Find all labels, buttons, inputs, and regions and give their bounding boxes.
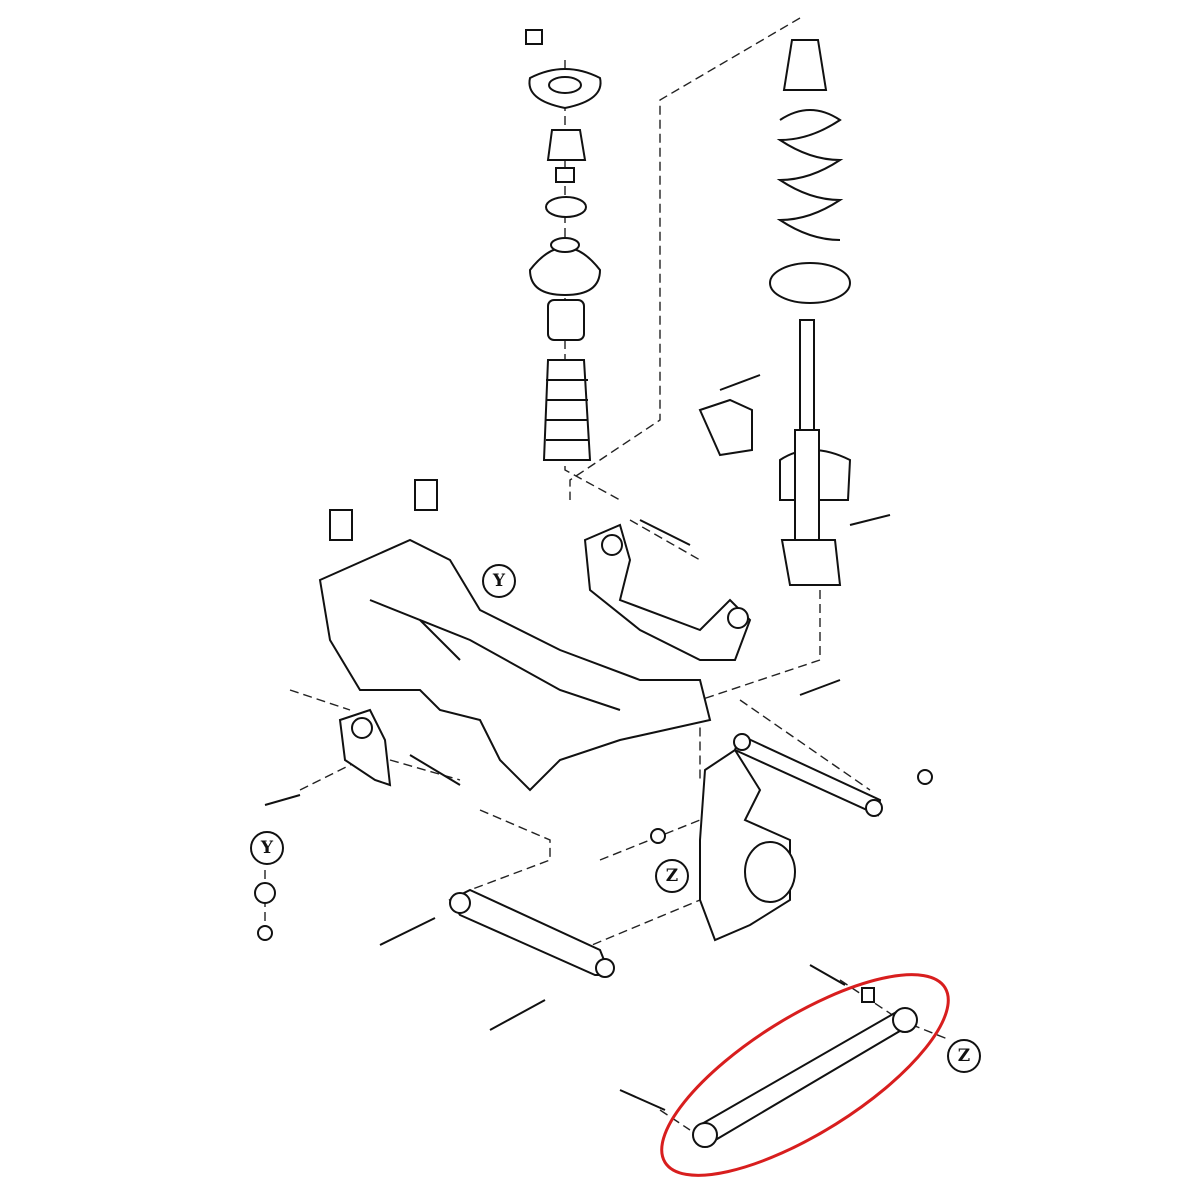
callout-y-upper: Y — [482, 564, 516, 598]
callout-z-center: Z — [655, 859, 689, 893]
highlight-ellipse — [660, 973, 950, 1177]
callout-z-right: Z — [947, 1039, 981, 1073]
lateral-link — [733, 733, 883, 817]
mount-bracket — [338, 708, 392, 787]
trailing-link — [692, 987, 918, 1148]
callout-y-lower: Y — [250, 831, 284, 865]
strut-mount-stack — [525, 29, 602, 461]
lower-arm — [448, 888, 615, 978]
upper-control-arm — [583, 523, 752, 661]
bolts — [254, 374, 933, 1111]
coil-spring-assembly — [698, 39, 852, 586]
steering-knuckle — [699, 748, 796, 942]
subframe — [318, 479, 712, 792]
